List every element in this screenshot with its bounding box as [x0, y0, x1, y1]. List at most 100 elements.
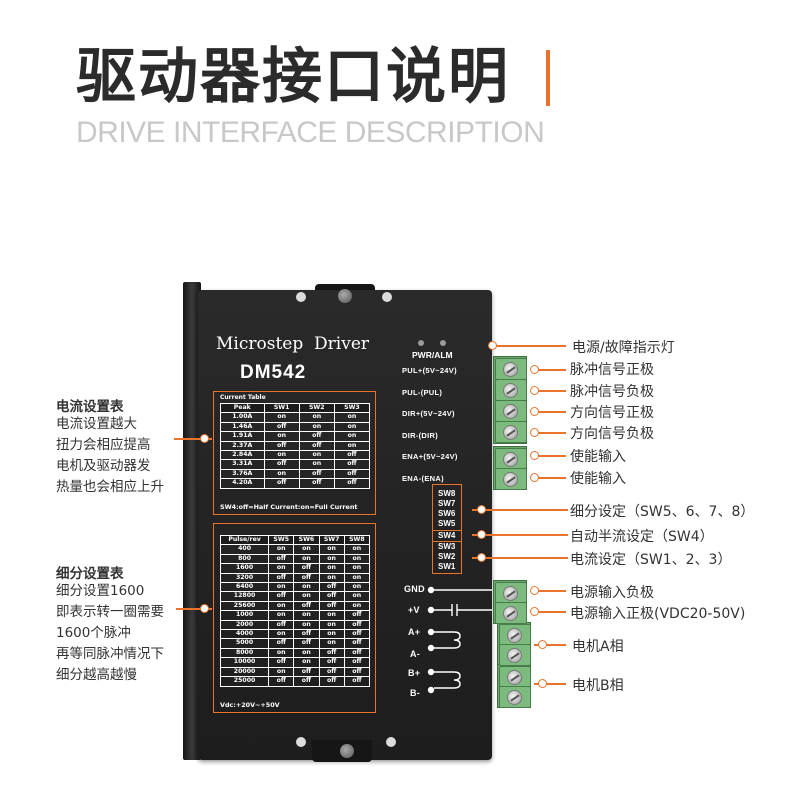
annot-dot-icon [477, 553, 486, 562]
bottom-screw-icon [340, 744, 354, 758]
annot-pul-pos: 脉冲信号正极 [570, 362, 654, 378]
pulse-table-cell: off [268, 619, 295, 631]
pulse-table-cell: 3200 [219, 572, 270, 584]
annot-line [532, 411, 566, 413]
pulse-table-cell: on [318, 629, 345, 640]
terminal-screw-icon [495, 400, 527, 422]
mount-hole-icon [382, 292, 392, 302]
power-label-b-minus: B- [410, 688, 421, 698]
pulse-table-cell: off [318, 647, 345, 659]
annot-power-pos: 电源输入正极(VDC20-50V) [570, 606, 746, 622]
annot-dot-icon [530, 607, 539, 616]
current-table-cell: 3.31A [220, 459, 265, 470]
current-table-cell: 2.37A [220, 440, 265, 452]
annot-dot-icon [477, 505, 486, 514]
pulse-table-cell: off [343, 638, 371, 649]
pulse-table-cell: off [343, 666, 371, 678]
current-table-cell: off [298, 478, 335, 489]
annot-line [532, 611, 566, 613]
pulse-table-cell: on [293, 619, 320, 631]
current-table-cell: on [298, 459, 335, 470]
note-line: 再等同脉冲情况下 [56, 646, 164, 662]
annot-dot-icon [530, 451, 539, 460]
current-table-col-header: Peak [220, 402, 265, 414]
pulse-table-cell: on [318, 544, 345, 555]
terminal-screw-icon [495, 602, 527, 624]
pulse-table-cell: on [268, 600, 295, 612]
pulse-table-cell: 12800 [219, 591, 270, 602]
pulse-table-cell: on [318, 572, 345, 584]
current-table-cell: on [263, 431, 300, 442]
pulse-table-cell: 4000 [219, 629, 270, 640]
pulse-table-cell: on [318, 638, 345, 649]
pulse-table-cell: off [293, 600, 320, 612]
switch-label-sw6: SW6 [438, 509, 456, 518]
annot-line [472, 509, 568, 511]
pulse-table-cell: off [268, 657, 295, 668]
pulse-table-cell: off [343, 676, 371, 687]
pulse-table-cell: on [268, 544, 295, 555]
current-table-cell: 1.91A [220, 431, 265, 442]
pulse-table-cell: off [293, 572, 320, 584]
switch-label-sw1: SW1 [438, 562, 456, 571]
signal-label-ena-neg: ENA-(ENA) [402, 474, 444, 483]
note-line: 1600个脉冲 [56, 625, 131, 641]
pulse-table-col-header: Pulse/rev [219, 534, 270, 546]
current-table-cell: on [298, 450, 335, 461]
pulse-table-cell: 800 [219, 553, 270, 565]
annot-motor-b: 电机B相 [572, 678, 624, 694]
current-table-col-header: SW2 [298, 402, 335, 414]
pulse-table-cell: 1600 [219, 563, 270, 574]
current-table-cell: on [263, 468, 300, 480]
pwr-alm-label: PWR/ALM [412, 350, 453, 360]
terminal-screw-icon [495, 582, 527, 604]
pulse-table-cell: off [343, 619, 371, 631]
current-table-cell: on [263, 450, 300, 461]
pulse-table-cell: 25000 [219, 676, 270, 687]
note-line: 电流设置越大 [56, 416, 137, 432]
pulse-table-cell: off [318, 657, 345, 668]
signal-label-ena-pos: ENA+(5V~24V) [402, 452, 458, 461]
annot-dot-icon [530, 386, 539, 395]
pulse-table-cell: on [343, 544, 371, 555]
current-table-cell: on [333, 440, 371, 452]
mount-hole-icon [386, 737, 396, 747]
annot-line [532, 432, 566, 434]
note-line: 扭力会相应提高 [56, 437, 151, 453]
power-label-b-plus: B+ [408, 668, 421, 678]
pulse-table-cell: off [318, 591, 345, 602]
annot-line [532, 590, 566, 592]
pulse-table-cell: 400 [219, 544, 270, 555]
current-table-cell: off [263, 440, 300, 452]
pulse-table-cell: off [293, 666, 320, 678]
pulse-table-col-header: SW7 [318, 534, 345, 546]
terminal-screw-icon [495, 468, 527, 490]
current-note-body: 电流设置越大扭力会相应提高电机及驱动器发热量也会相应上升 [56, 414, 164, 498]
current-table-cell: off [263, 478, 300, 489]
pulse-table-cell: on [343, 572, 371, 584]
pulse-table-cell: off [318, 666, 345, 678]
page-subtitle: DRIVE INTERFACE DESCRIPTION [76, 116, 545, 149]
annot-line [532, 390, 566, 392]
pulse-table-cell: off [343, 647, 371, 659]
annot-line [532, 455, 566, 457]
pulse-table-cell: off [318, 600, 345, 612]
current-table-cell: 1.46A [220, 421, 265, 433]
pulse-table-cell: on [343, 582, 371, 593]
annot-line [174, 438, 212, 440]
pulse-table-cell: on [343, 591, 371, 602]
annot-line [532, 369, 566, 371]
current-table-col-header: SW3 [333, 402, 371, 414]
mount-hole-icon [296, 737, 306, 747]
current-table-cell: off [263, 459, 300, 470]
annot-line [534, 683, 566, 685]
pulse-table-cell: on [343, 553, 371, 565]
